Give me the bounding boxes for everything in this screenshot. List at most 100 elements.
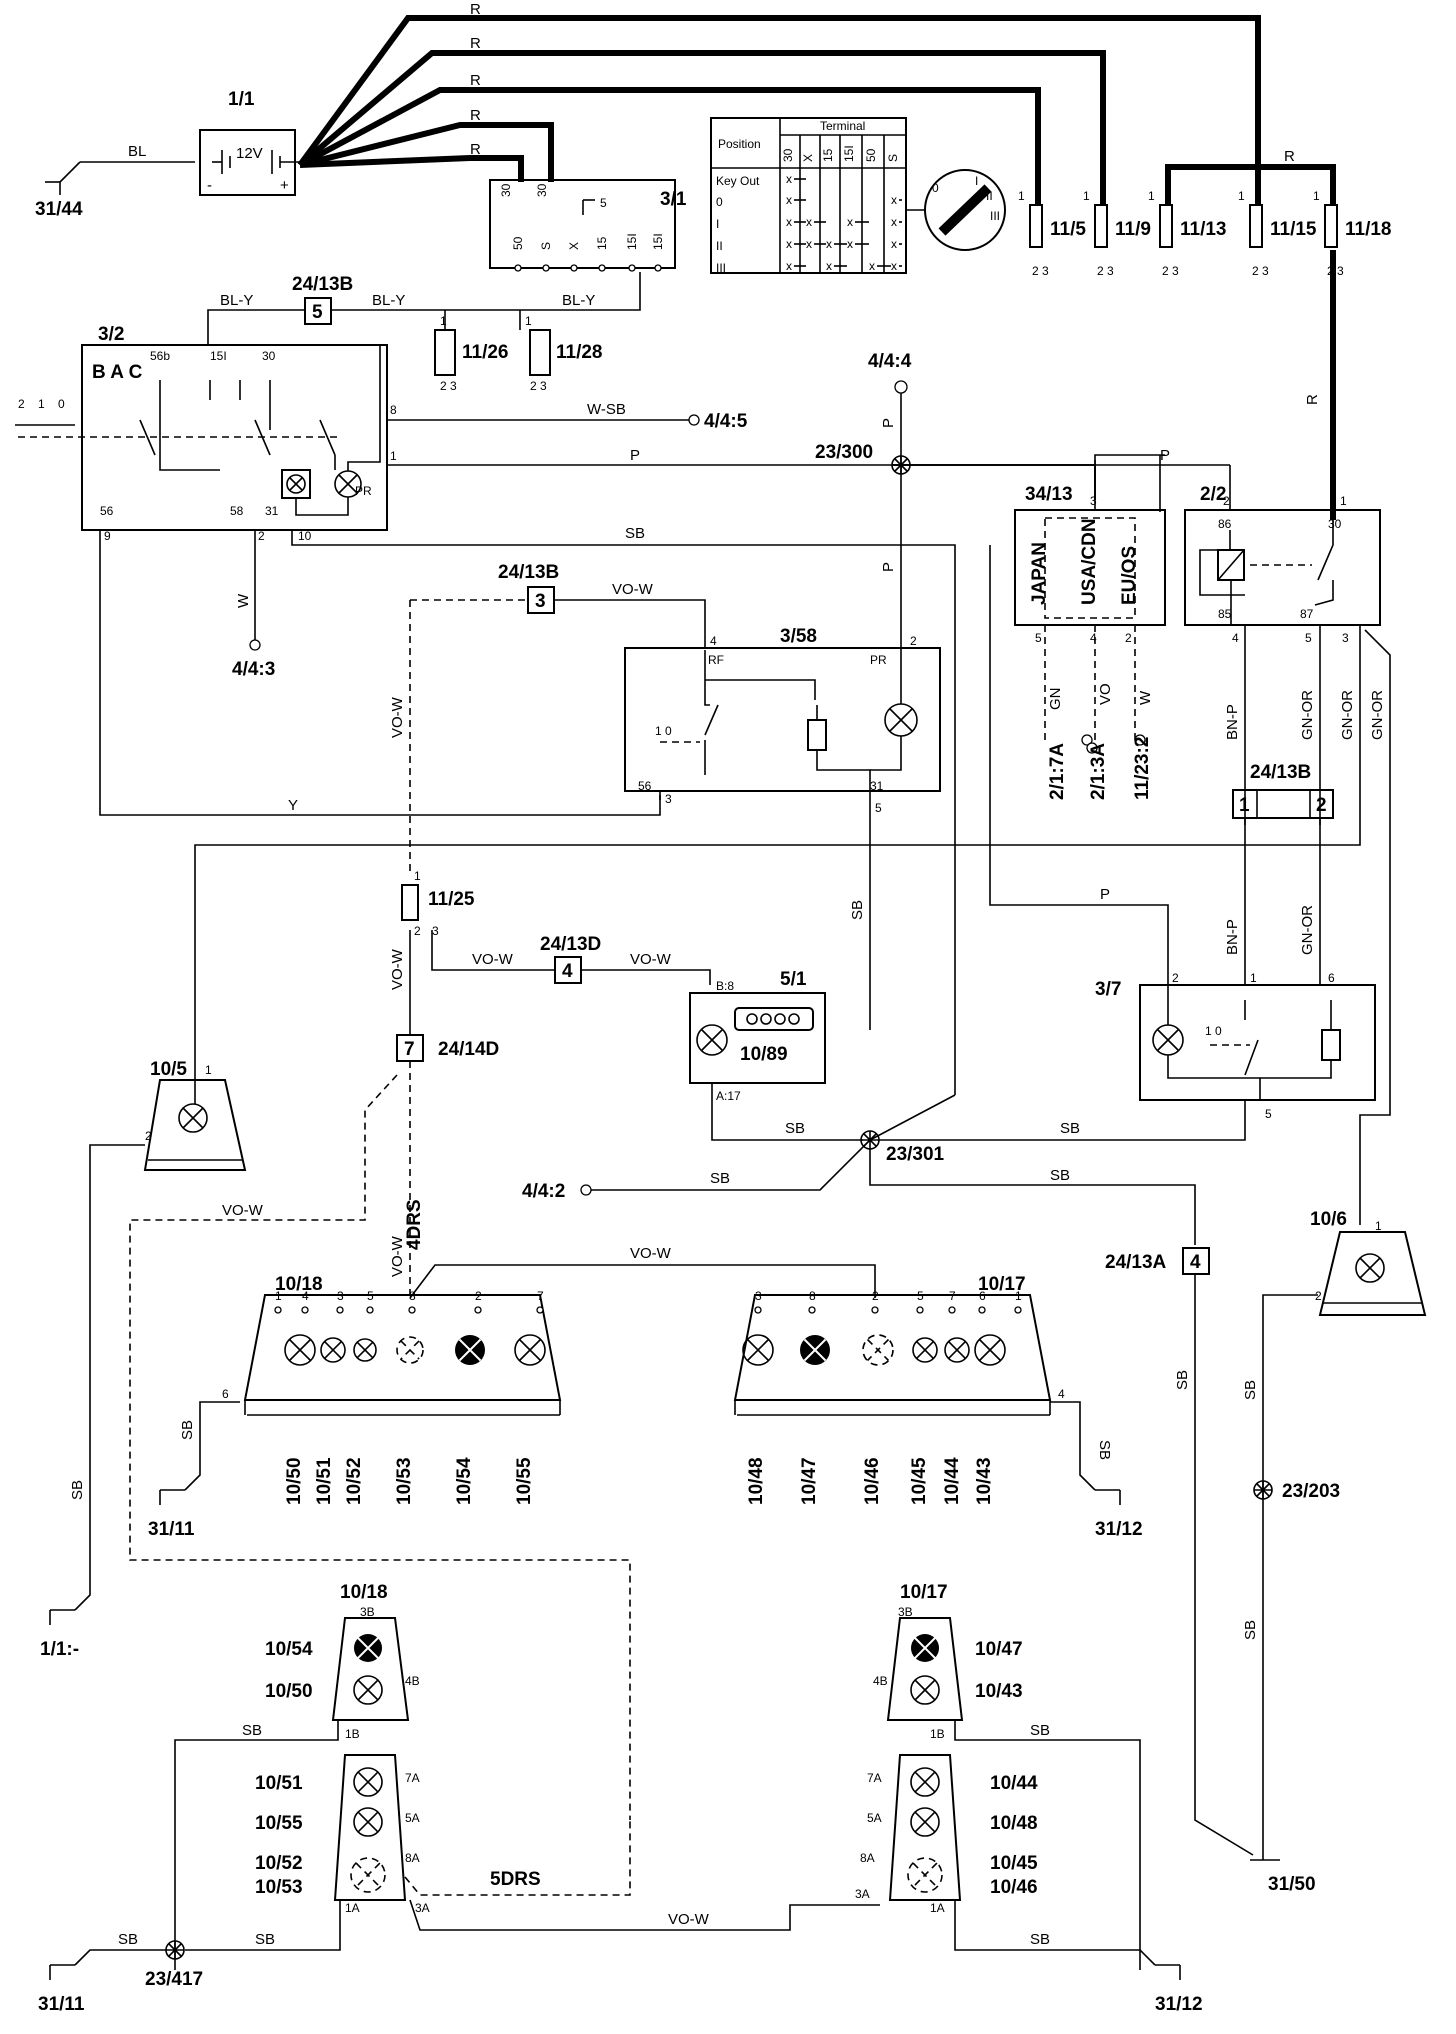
svg-text:3A: 3A <box>855 1887 870 1901</box>
svg-text:1: 1 <box>1313 189 1320 203</box>
svg-text:1 0: 1 0 <box>1205 1024 1222 1038</box>
bulb-label: 10/47 <box>799 1457 820 1505</box>
svg-text:4: 4 <box>1232 631 1239 645</box>
svg-text:31: 31 <box>870 779 884 793</box>
svg-text:23/417: 23/417 <box>145 1969 203 1990</box>
svg-text:1: 1 <box>205 1063 212 1077</box>
bulb-label: 10/43 <box>974 1457 995 1505</box>
svg-text:8: 8 <box>809 1289 816 1303</box>
ref-4-4-5: 4/4:5 <box>704 411 748 432</box>
svg-text:2: 2 <box>258 529 265 543</box>
instrument-bulb: 10/89 <box>740 1044 788 1065</box>
lower-right-lower-lamp: 7A 5A 8A 3A 1A 10/44 10/48 10/45 10/46 S… <box>855 1754 1203 2015</box>
svg-text:-: - <box>207 177 212 194</box>
bulb-icon <box>907 1857 943 1893</box>
table-x-mark: x <box>891 215 897 229</box>
svg-text:S: S <box>539 242 553 250</box>
svg-text:3A: 3A <box>415 1901 430 1915</box>
svg-text:6: 6 <box>222 1387 229 1401</box>
tail-cross-wire: VO-W <box>409 1245 876 1299</box>
table-header-terminal: Terminal <box>820 119 865 133</box>
bulb-label: 10/54 <box>454 1457 475 1505</box>
svg-text:2: 2 <box>1316 795 1327 816</box>
bulb-icon <box>396 1336 424 1364</box>
svg-text:A:17: A:17 <box>716 1089 741 1103</box>
fuse-label: 11/13 <box>1180 219 1227 240</box>
bulb-label: 10/45 <box>909 1457 930 1505</box>
instrument-id: 5/1 <box>780 969 807 990</box>
table-x-mark: x <box>806 215 812 229</box>
fuse-body <box>1249 204 1263 248</box>
svg-text:VO-W: VO-W <box>630 1245 672 1262</box>
svg-text:2: 2 <box>910 634 917 648</box>
svg-text:III: III <box>990 209 1000 223</box>
bulb-label: 10/44 <box>942 1457 963 1505</box>
svg-text:I: I <box>975 174 978 188</box>
table-x-mark: x <box>786 215 792 229</box>
bulb-icon <box>514 1334 546 1366</box>
svg-text:3: 3 <box>1342 631 1349 645</box>
svg-text:7: 7 <box>537 1289 544 1303</box>
bulb-icon <box>353 1767 383 1797</box>
svg-text:5: 5 <box>917 1289 924 1303</box>
svg-text:VO-W: VO-W <box>222 1202 264 1219</box>
svg-text:VO-W: VO-W <box>630 951 672 968</box>
connector-24-13d-id: 24/13D <box>540 934 601 955</box>
table-x-mark: x <box>847 237 853 251</box>
svg-text:4: 4 <box>1090 631 1097 645</box>
svg-text:3: 3 <box>535 591 546 612</box>
table-x-mark: x <box>869 259 875 273</box>
ground-31-12-upper: 31/12 <box>1095 1519 1143 1540</box>
bulb-icon <box>862 1334 894 1366</box>
svg-text:1: 1 <box>1375 1219 1382 1233</box>
svg-text:8A: 8A <box>405 1851 420 1865</box>
svg-text:PR: PR <box>870 653 887 667</box>
svg-text:2 3: 2 3 <box>440 379 457 393</box>
svg-text:I: I <box>716 217 719 231</box>
svg-text:3B: 3B <box>360 1605 375 1619</box>
svg-text:5: 5 <box>875 801 882 815</box>
svg-text:56: 56 <box>100 504 114 518</box>
svg-text:SB: SB <box>1030 1722 1050 1739</box>
svg-text:5A: 5A <box>405 1811 420 1825</box>
svg-text:X: X <box>567 242 581 250</box>
svg-text:GN-OR: GN-OR <box>1299 905 1316 955</box>
svg-text:SB: SB <box>255 1931 275 1948</box>
svg-text:1B: 1B <box>930 1727 945 1741</box>
bulb-label: 10/46 <box>862 1457 883 1505</box>
ground-31-50: 31/50 <box>1268 1874 1316 1895</box>
svg-text:SB: SB <box>1050 1167 1070 1184</box>
svg-text:1 0: 1 0 <box>655 724 672 738</box>
svg-text:58: 58 <box>230 504 244 518</box>
svg-text:3: 3 <box>1090 494 1097 508</box>
wire-color-bl: BL <box>128 143 146 160</box>
svg-text:3: 3 <box>337 1289 344 1303</box>
bulb-icon <box>353 1807 383 1837</box>
svg-text:SB: SB <box>1030 1931 1050 1948</box>
svg-text:VO-W: VO-W <box>668 1911 710 1928</box>
wire-color-r: R <box>470 141 481 158</box>
svg-text:III: III <box>716 261 726 275</box>
svg-text:VO-W: VO-W <box>389 696 406 738</box>
fuse-11-28: 11/28 <box>556 342 603 363</box>
svg-text:10/53: 10/53 <box>255 1877 303 1898</box>
svg-text:1: 1 <box>275 1289 282 1303</box>
svg-text:50: 50 <box>511 236 525 250</box>
fuse-label: 11/15 <box>1270 219 1317 240</box>
table-x-mark: x <box>786 193 792 207</box>
svg-text:1A: 1A <box>930 1901 945 1915</box>
svg-text:10/43: 10/43 <box>975 1681 1023 1702</box>
ref-4-4-3: 4/4:3 <box>232 659 275 680</box>
light-switch-id: 3/2 <box>98 324 124 345</box>
svg-text:0: 0 <box>58 397 65 411</box>
svg-text:10/45: 10/45 <box>990 1853 1038 1874</box>
svg-text:86: 86 <box>1218 517 1232 531</box>
svg-text:0: 0 <box>932 181 939 195</box>
svg-text:SB: SB <box>785 1120 805 1137</box>
table-header-position: Position <box>718 137 761 151</box>
svg-text:4B: 4B <box>873 1674 888 1688</box>
svg-text:2: 2 <box>475 1289 482 1303</box>
svg-text:5: 5 <box>312 302 323 323</box>
bulb-icon <box>320 1337 346 1363</box>
svg-text:VO-W: VO-W <box>472 951 514 968</box>
